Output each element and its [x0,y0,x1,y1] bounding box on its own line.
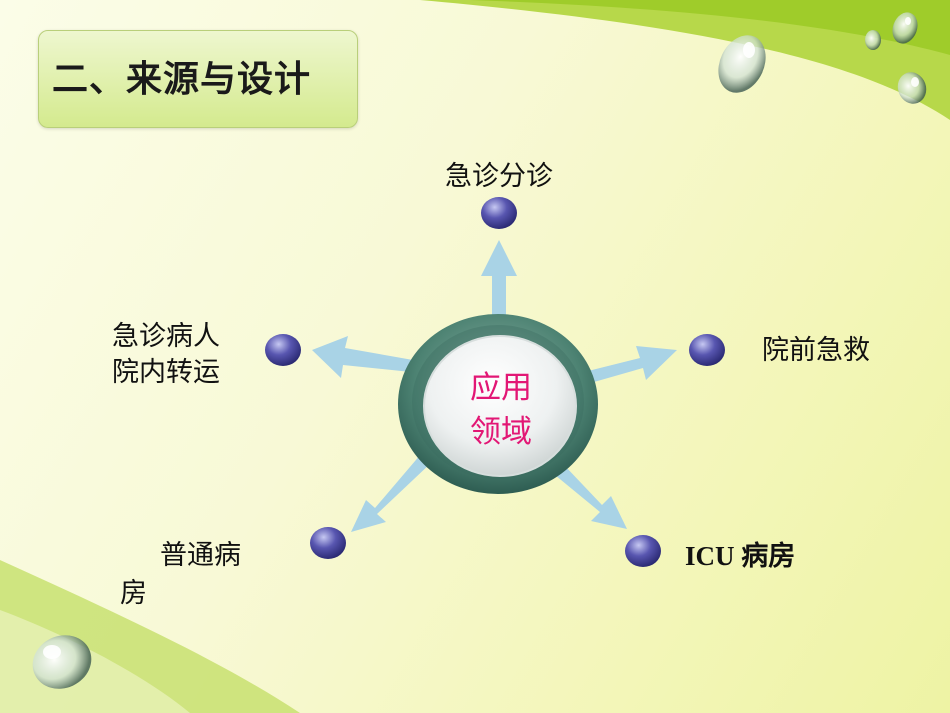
node-ball-bottom-left [310,527,346,559]
arrow-up [481,240,517,325]
node-ball-left [265,334,301,366]
center-label-line2: 领域 [470,414,532,450]
bottom-left-swoosh-light [0,610,190,713]
node-ball-bottom-right [625,535,661,567]
arrows [312,240,677,532]
node-label-left: 急诊病人 院内转运 [112,318,220,390]
center-hub [398,314,598,494]
node-label-bottom-left-line1: 普通病 [160,540,241,570]
water-drop-icon [892,12,918,44]
water-drop-icon [32,635,92,689]
page-title: 二、来源与设计 [52,59,312,100]
node-label-left-line2: 院内转运 [112,357,220,387]
arrow-right-up [584,346,677,384]
top-right-swoosh-highlight [470,0,950,55]
node-ball-right [689,334,725,366]
center-label-line1: 应用 [470,370,532,406]
node-label-left-line1: 急诊病人 [112,321,220,351]
arrow-left-down [351,454,432,532]
water-drop-icon [897,72,927,104]
arrow-left-up [312,336,413,378]
water-drop-icon [865,30,881,50]
top-right-swoosh [420,0,950,120]
node-label-top: 急诊分诊 [445,161,553,191]
node-ball-top [481,197,517,229]
node-label-bottom-right: ICU 病房 [685,541,796,571]
title-box [38,30,358,128]
arrow-right-down [555,465,627,529]
water-drop-icon [718,35,766,93]
center-label: 应用 领域 [448,366,554,454]
node-label-right: 院前急救 [762,335,870,365]
node-label-bottom-left-line2: 房 [120,578,147,608]
